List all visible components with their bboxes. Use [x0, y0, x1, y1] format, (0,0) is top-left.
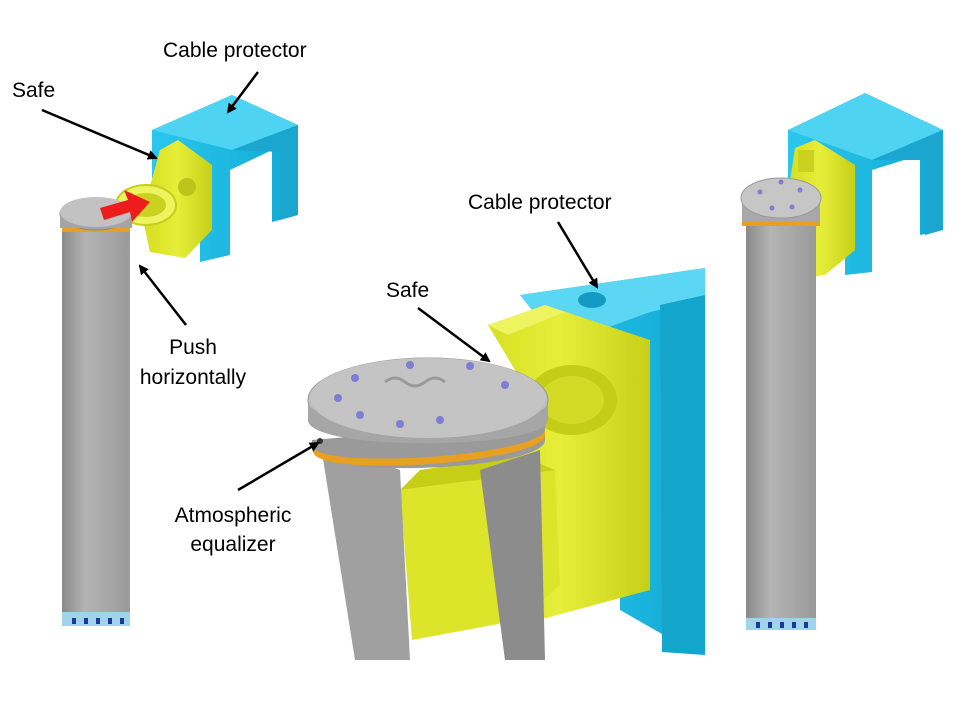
label-atmospheric-line2: equalizer: [190, 533, 276, 556]
cable-protector-mid-pointer: [556, 221, 599, 289]
push-direction-arrow: [100, 190, 150, 222]
label-push-line2: horizontally: [139, 366, 247, 389]
label-safe-mid: Safe: [386, 279, 430, 302]
label-cable-protector-mid: Cable protector: [468, 191, 612, 214]
safe-left-pointer: [41, 108, 158, 160]
label-push-line1: Push: [169, 336, 217, 359]
label-atmospheric-line1: Atmospheric: [174, 504, 292, 527]
left-assembly: [59, 95, 298, 626]
safe-mid-pointer: [417, 306, 491, 363]
center-assembly: [307, 268, 705, 660]
right-cable-protector: [788, 93, 943, 275]
left-cable-protector: [152, 95, 298, 262]
label-safe-left: Safe: [12, 79, 56, 102]
left-cylinder: [59, 197, 133, 626]
cable-protector-left-pointer: [226, 71, 259, 114]
push-horizontally-pointer: [138, 264, 187, 326]
callout-arrows: [41, 71, 599, 492]
right-cylinder: [740, 177, 822, 630]
label-cable-protector-left: Cable protector: [163, 39, 307, 62]
atmospheric-equalizer-pointer: [237, 441, 320, 492]
center-cylinder: [307, 357, 549, 660]
right-assembly: [740, 93, 943, 630]
